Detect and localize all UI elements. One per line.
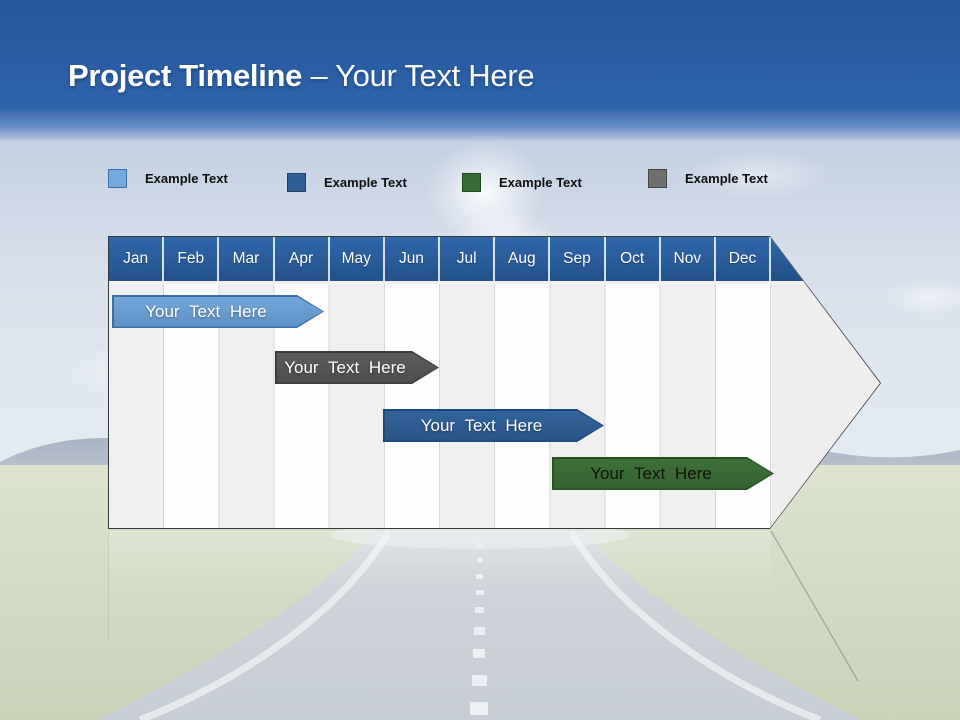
month-cell: Jul bbox=[440, 237, 496, 281]
legend-item: Example Text bbox=[108, 169, 228, 188]
road bbox=[98, 531, 862, 720]
timeline-chart: Jan Feb Mar Apr May Jun Jul Aug Sep Oct Nov Dec You… bbox=[108, 236, 881, 529]
timeline-body: Jan Feb Mar Apr May Jun Jul Aug Sep Oct Nov Dec You… bbox=[109, 237, 880, 528]
month-label: Nov bbox=[673, 250, 702, 267]
month-label: Aug bbox=[507, 250, 536, 267]
month-cell: Dec bbox=[715, 237, 772, 281]
month-cell: Nov bbox=[660, 237, 716, 281]
month-label: Dec bbox=[728, 250, 757, 267]
slide-title-light: – Your Text Here bbox=[310, 58, 535, 93]
month-label: Sep bbox=[563, 250, 591, 267]
timeline-bar-fill bbox=[277, 353, 438, 383]
month-cell: Jan bbox=[109, 237, 165, 281]
slide-title: Project Timeline – Your Text Here bbox=[68, 58, 535, 94]
month-cell: Jun bbox=[384, 237, 441, 281]
legend-item: Example Text bbox=[462, 173, 582, 192]
legend-label: Example Text bbox=[685, 171, 768, 186]
month-cell: Sep bbox=[550, 237, 606, 281]
legend-label: Example Text bbox=[499, 175, 582, 190]
timeline-bar-3: Your Text Here bbox=[383, 409, 604, 442]
timeline-bar-fill bbox=[114, 297, 323, 327]
month-label: Jun bbox=[398, 250, 424, 267]
timeline-bar-1: Your Text Here bbox=[112, 295, 324, 328]
legend-swatch-lightblue bbox=[108, 169, 127, 188]
legend-swatch-green bbox=[462, 173, 481, 192]
month-cell: Apr bbox=[274, 237, 330, 281]
timeline-bar-label: Your Text Here bbox=[420, 415, 543, 435]
month-label: Mar bbox=[232, 250, 260, 267]
month-cell: Aug bbox=[495, 237, 551, 281]
timeline-bar-label: Your Text Here bbox=[145, 301, 267, 321]
month-cell: Mar bbox=[219, 237, 275, 281]
legend-swatch-darkblue bbox=[287, 173, 306, 192]
legend-item: Example Text bbox=[287, 173, 407, 192]
legend-label: Example Text bbox=[145, 171, 228, 186]
timeline-bar-label: Your Text Here bbox=[284, 357, 406, 377]
timeline-bar-label: Your Text Here bbox=[590, 463, 712, 483]
slide-title-bold: Project Timeline bbox=[68, 58, 303, 93]
month-label: Oct bbox=[620, 250, 645, 267]
month-label: Apr bbox=[289, 250, 314, 267]
month-cell: Feb bbox=[164, 237, 220, 281]
month-cell: May bbox=[329, 237, 385, 281]
legend-label: Example Text bbox=[324, 175, 407, 190]
month-row: Jan Feb Mar Apr May Jun Jul Aug Sep Oct Nov Dec bbox=[109, 237, 772, 281]
month-label: Jan bbox=[123, 250, 149, 267]
month-cell: Oct bbox=[605, 237, 661, 281]
timeline-bar-fill bbox=[554, 459, 773, 489]
timeline-bar-fill bbox=[385, 411, 603, 441]
legend-item: Example Text bbox=[648, 169, 768, 188]
month-label: May bbox=[341, 250, 371, 267]
timeline-bar-4: Your Text Here bbox=[552, 457, 774, 490]
month-label: Jul bbox=[456, 250, 477, 267]
month-label: Feb bbox=[177, 250, 205, 267]
legend-swatch-gray bbox=[648, 169, 667, 188]
timeline-bar-2: Your Text Here bbox=[275, 351, 439, 384]
